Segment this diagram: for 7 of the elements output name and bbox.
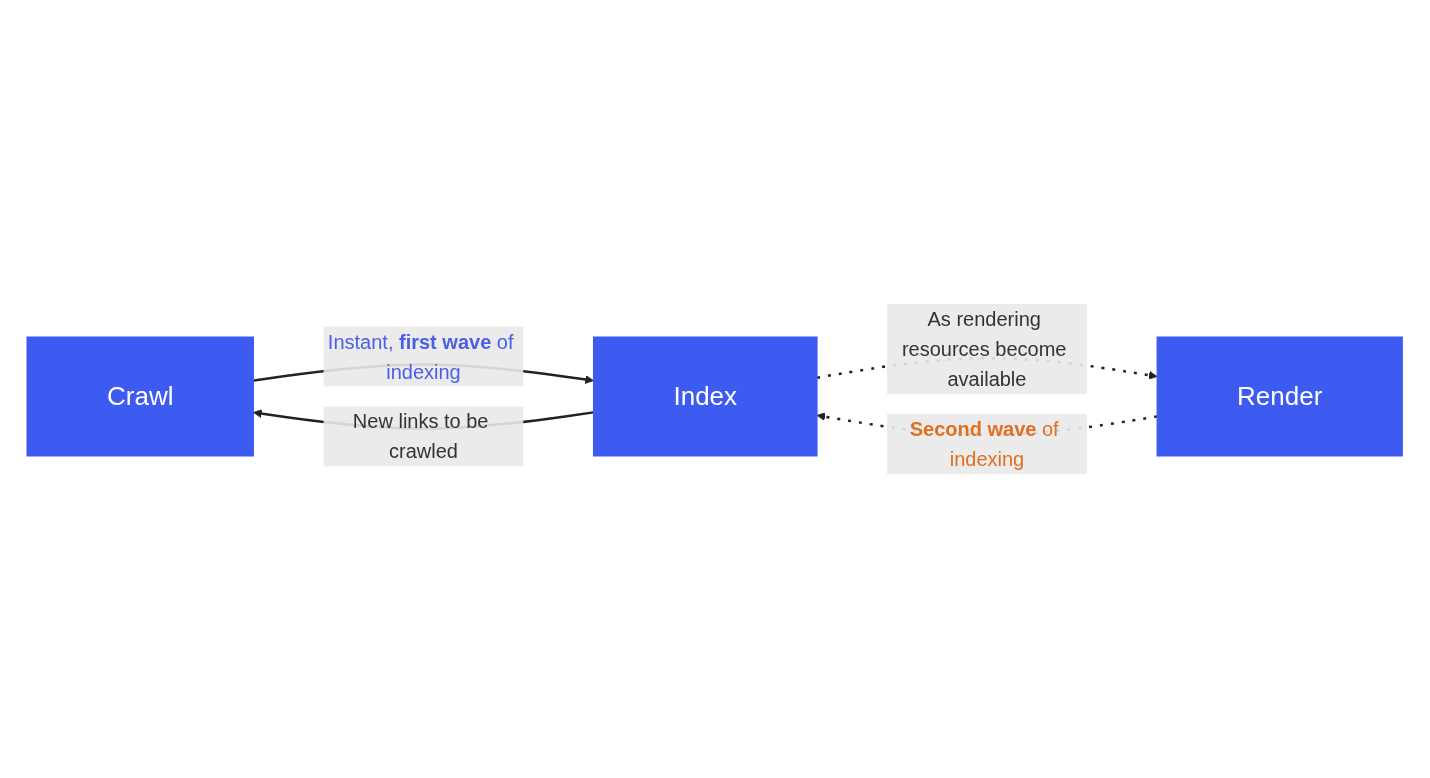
node-box: Index xyxy=(593,336,818,457)
edge-label: Instant, first wave of indexing xyxy=(328,330,514,383)
node-box: Crawl xyxy=(26,336,255,457)
edge-label: New links to be crawled xyxy=(353,410,489,463)
edge-label: As rendering resources become available xyxy=(902,308,1067,391)
node-box: Render xyxy=(1156,336,1404,457)
edge-label: Second wave of indexing xyxy=(910,417,1060,470)
